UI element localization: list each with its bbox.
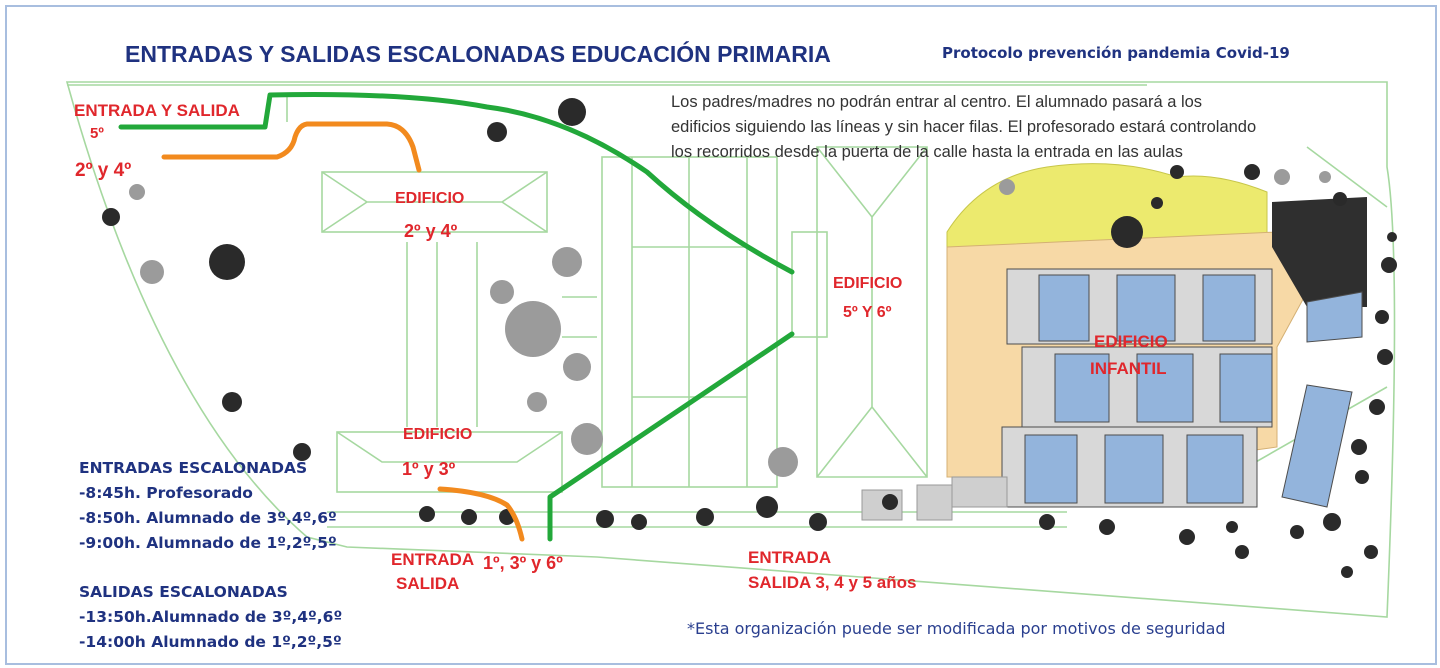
green-route-bottom: [547, 331, 795, 542]
label-building-5-6-title: EDIFICIO: [833, 275, 903, 292]
label-building-1-3-title: EDIFICIO: [403, 426, 473, 443]
salidas-schedule: SALIDAS ESCALONADAS -13:50h.Alumnado de …: [79, 580, 342, 655]
school-site-map: [65, 81, 1397, 618]
notice-text: Los padres/madres no podrán entrar al ce…: [671, 90, 1371, 165]
salidas-heading: SALIDAS ESCALONADAS: [79, 583, 288, 601]
playground-area: [946, 163, 1268, 248]
salidas-item: -14:00h Alumnado de 1º,2º,5º: [79, 633, 342, 651]
label-grades-1-3-6: 1º, 3º y 6º: [483, 553, 563, 573]
label-building-infantil-title: EDIFICIO: [1094, 332, 1168, 351]
label-grades-2-4: 2º y 4º: [75, 160, 132, 181]
label-building-1-3-grades: 1º y 3º: [402, 459, 456, 479]
label-exit-infantil: SALIDA 3, 4 y 5 años: [748, 573, 917, 592]
notice-line: Los padres/madres no podrán entrar al ce…: [671, 93, 1203, 111]
notice-line: edificios siguiendo las líneas y sin hac…: [671, 118, 1257, 136]
label-grade-5: 5º: [90, 125, 104, 142]
page-title: ENTRADAS Y SALIDAS ESCALONADAS EDUCACIÓN…: [125, 41, 831, 67]
entradas-item: -8:45h. Profesorado: [79, 484, 253, 502]
label-entrance-top: ENTRADA Y SALIDA: [74, 101, 240, 120]
label-building-2-4-grades: 2º y 4º: [404, 221, 458, 241]
entradas-heading: ENTRADAS ESCALONADAS: [79, 459, 308, 477]
label-exit-bottom: SALIDA: [396, 574, 460, 593]
page-subtitle: Protocolo prevención pandemia Covid-19: [942, 44, 1290, 62]
parking-area: [861, 476, 1008, 521]
entradas-item: -9:00h. Alumnado de 1º,2º,5º: [79, 534, 337, 552]
label-entrance-bottom: ENTRADA: [391, 550, 475, 569]
label-building-infantil-name: INFANTIL: [1090, 359, 1167, 378]
map-poster: ENTRADAS Y SALIDAS ESCALONADAS EDUCACIÓN…: [5, 5, 1437, 665]
dark-court: [1272, 197, 1367, 307]
label-building-5-6-grades: 5º Y 6º: [843, 304, 892, 321]
entradas-item: -8:50h. Alumnado de 3º,4º,6º: [79, 509, 337, 527]
label-building-2-4-title: EDIFICIO: [395, 190, 465, 207]
routes: [118, 92, 795, 542]
label-entrance-infantil: ENTRADA: [748, 548, 832, 567]
salidas-item: -13:50h.Alumnado de 3º,4º,6º: [79, 608, 343, 626]
entradas-schedule: ENTRADAS ESCALONADAS -8:45h. Profesorado…: [79, 456, 337, 556]
notice-line: los recorridos desde la puerta de la cal…: [671, 143, 1183, 161]
orange-route-top: [161, 121, 422, 173]
infantil-classrooms: [1001, 268, 1363, 508]
footnote: *Esta organización puede ser modificada …: [687, 619, 1226, 638]
trees: [102, 98, 1397, 578]
orange-route-bottom: [437, 486, 525, 542]
green-route-top: [118, 92, 795, 275]
